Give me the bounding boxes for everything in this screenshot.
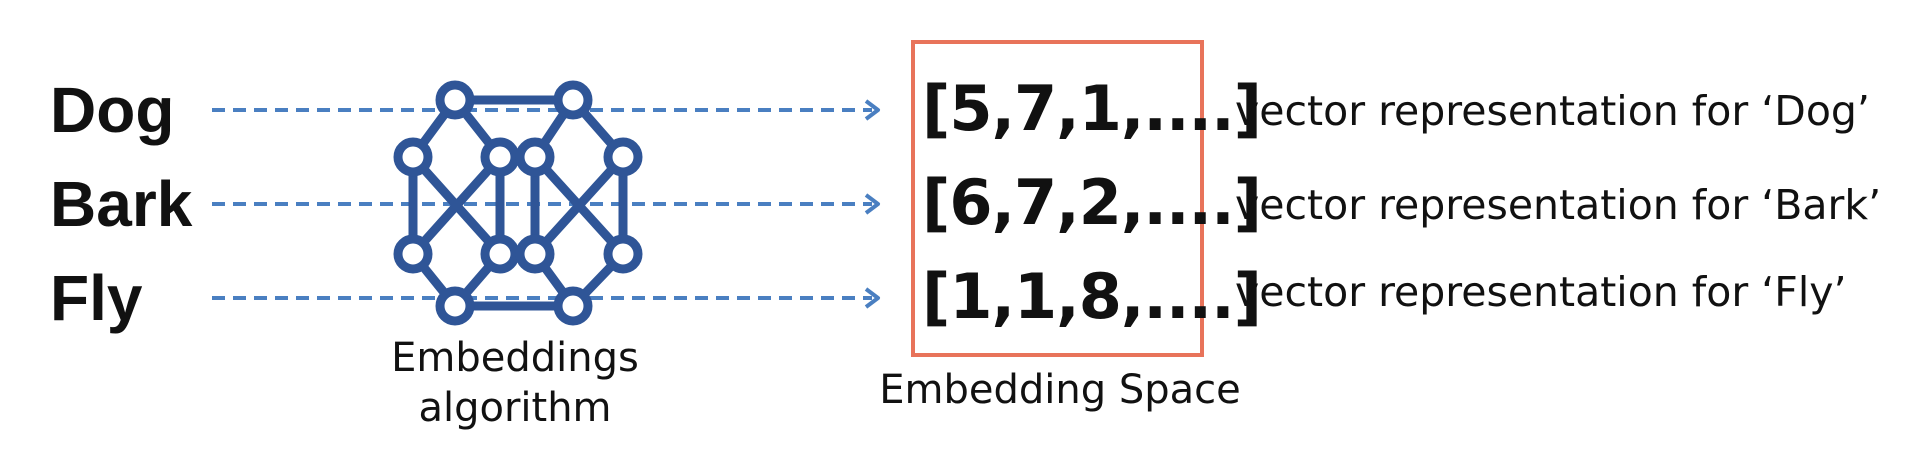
word-fly: Fly [50,262,143,334]
neural-network-icon [393,80,643,326]
vector-bark: [6,7,2,....] [922,166,1262,239]
embedding-space-box [911,40,1204,357]
description-fly: vector representation for ‘Fly’ [1235,268,1847,316]
arrowhead-bark [864,193,880,215]
vector-dog: [5,7,1,....] [922,72,1262,145]
description-dog: vector representation for ‘Dog’ [1235,87,1870,135]
embedding-space-caption: Embedding Space [879,367,1241,413]
description-bark: vector representation for ‘Bark’ [1235,181,1882,229]
vector-fly: [1,1,8,....] [922,260,1262,333]
word-bark: Bark [50,168,193,240]
algorithm-caption-line2: algorithm [418,385,612,431]
word-dog: Dog [50,74,175,146]
algorithm-caption-line1: Embeddings [391,335,639,381]
arrowhead-fly [864,287,880,309]
arrowhead-dog [864,99,880,121]
algorithm-caption: Embeddings algorithm [365,333,665,433]
dashed-arrows [212,99,880,309]
